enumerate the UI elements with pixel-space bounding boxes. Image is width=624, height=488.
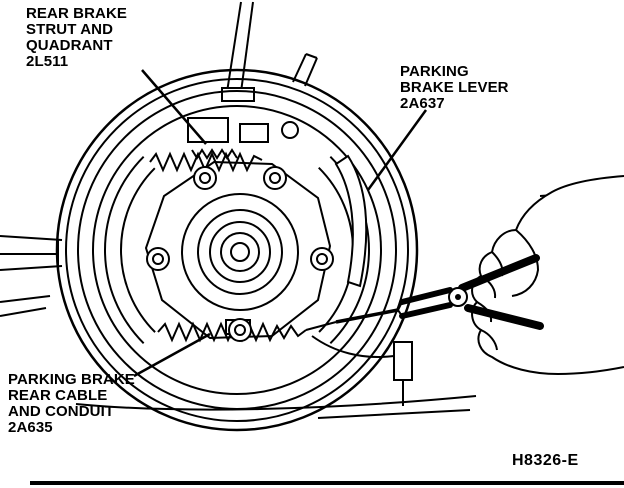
- callout-strut-line-3: QUADRANT: [26, 37, 113, 54]
- brake-drum-rings: [55, 68, 419, 432]
- strut-and-quadrant: [187, 117, 299, 160]
- parking-brake-cable-conduit: [157, 319, 413, 406]
- callout-rear-cable-conduit: PARKING BRAKE REAR CABLE AND CONDUIT 2A6…: [8, 372, 135, 436]
- figure-code: H8326-E: [512, 452, 579, 469]
- callout-strut-line-1: REAR BRAKE: [26, 5, 128, 22]
- backing-plate: [144, 160, 332, 340]
- callout-lever-part-number: 2A637: [400, 95, 445, 112]
- brake-hose-lines: [221, 1, 318, 102]
- callout-lever-line-2: BRAKE LEVER: [400, 79, 509, 96]
- lug-bolts: [146, 166, 334, 342]
- callout-parking-brake-lever: PARKING BRAKE LEVER 2A637: [400, 64, 509, 112]
- hub-and-bearing: [181, 193, 299, 311]
- callout-cable-line-3: AND CONDUIT: [8, 403, 115, 420]
- callout-cable-part-number: 2A635: [8, 419, 53, 436]
- work-surface-line: [75, 395, 477, 419]
- parking-brake-lever: [334, 154, 368, 288]
- hand-drawing: [471, 175, 624, 376]
- callout-cable-line-1: PARKING BRAKE: [8, 371, 135, 388]
- callout-lever-line-1: PARKING: [400, 63, 469, 80]
- callout-strut-part-number: 2L511: [26, 53, 69, 70]
- callout-strut-quadrant: REAR BRAKE STRUT AND QUADRANT 2L511: [26, 6, 127, 70]
- callout-strut-line-2: STRUT AND: [26, 21, 114, 38]
- axle-tube-lines: [0, 235, 63, 317]
- leader-lines: [133, 69, 428, 378]
- callout-cable-line-2: REAR CABLE: [8, 387, 108, 404]
- pliers-drawing: [335, 254, 544, 330]
